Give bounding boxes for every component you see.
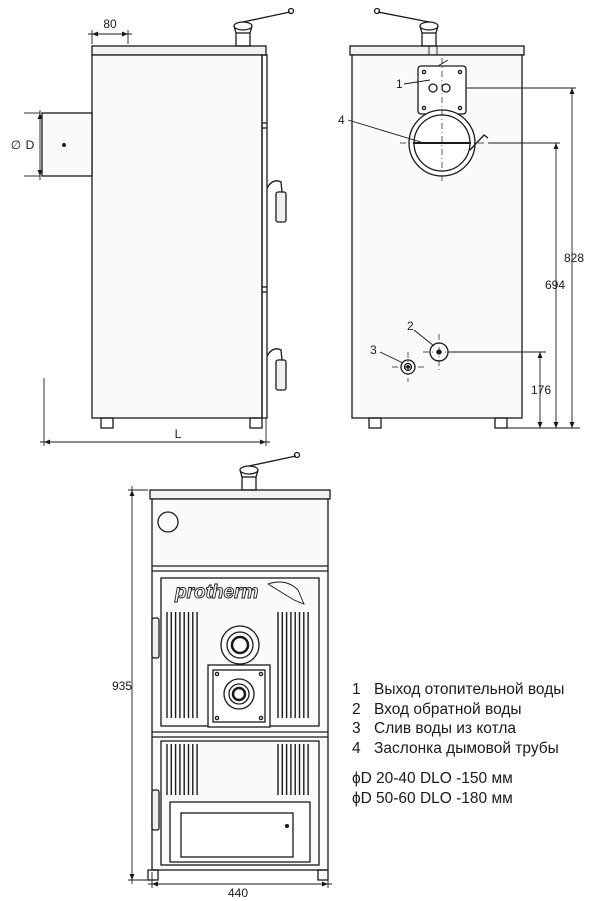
- lower-left-vents: [166, 744, 198, 795]
- lower-door-hinge-handle: [151, 789, 160, 831]
- dim-diameter: D: [26, 138, 35, 152]
- air-control-dial: [220, 625, 260, 665]
- rear-draft-regulator: [373, 7, 439, 47]
- upper-left-vents: [166, 612, 198, 718]
- lower-door-handle: [266, 348, 287, 391]
- brand-logo: protherm: [174, 582, 305, 605]
- diameter-note: ϕD 20-40 DLO -150 мм: [352, 770, 513, 787]
- legend-item: 4 Заслонка дымовой трубы: [352, 739, 559, 757]
- dimension-arrows: [37, 31, 575, 887]
- legend-item: 3 Слив воды из котла: [352, 720, 516, 737]
- dim-height-694: 694: [545, 278, 565, 292]
- legend-item: 1 Выход отопительной воды: [352, 681, 565, 698]
- side-view: [24, 7, 295, 446]
- callout-3: 3: [370, 343, 377, 357]
- dim-width-440: 440: [228, 886, 248, 900]
- callout-1: 1: [396, 77, 403, 91]
- diameter-note: ϕD 50-60 DLO -180 мм: [352, 789, 513, 807]
- callout-2: 2: [407, 319, 414, 333]
- upper-door-hinge-handle: [151, 617, 160, 659]
- dim-height-935: 935: [112, 679, 132, 693]
- inspection-plate: [207, 664, 271, 728]
- lower-right-vents: [277, 744, 309, 795]
- lower-door: [160, 740, 320, 866]
- legend: 1 Выход отопительной воды 2 Вход обратно…: [352, 680, 592, 808]
- rear-view: [347, 7, 580, 429]
- ash-pan: [169, 801, 311, 863]
- front-view: [128, 451, 332, 888]
- upper-right-vents: [277, 612, 309, 718]
- dim-height-176: 176: [531, 383, 551, 397]
- upper-door-handle: [266, 180, 287, 223]
- dim-top-offset: 80: [103, 17, 117, 31]
- draft-regulator: [233, 7, 295, 47]
- diameter-symbol: ∅: [11, 138, 21, 152]
- dim-height-828: 828: [564, 251, 584, 265]
- front-draft-regulator: [239, 451, 301, 491]
- thermometer: [157, 511, 179, 533]
- dim-length: L: [175, 427, 182, 441]
- legend-item: 2 Вход обратной воды: [352, 700, 522, 718]
- svg-text:protherm: protherm: [174, 582, 259, 603]
- callout-4: 4: [338, 113, 345, 127]
